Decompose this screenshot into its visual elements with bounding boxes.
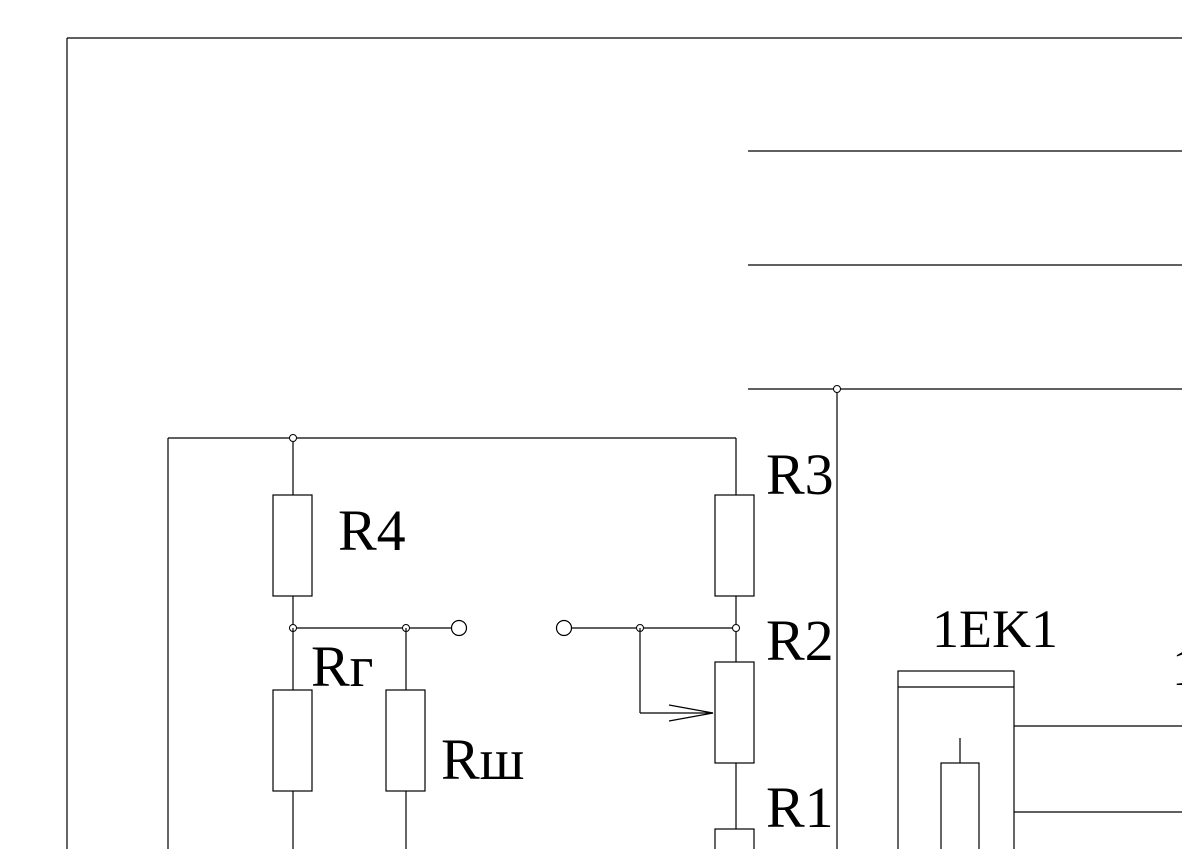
title-block-lines: [748, 150, 1182, 390]
wiper-arrow: [668, 704, 714, 722]
component-1ek1: [897, 670, 1182, 849]
junction-node: [289, 434, 297, 442]
resistor-r3: [714, 494, 755, 662]
label-rg: Rг: [311, 634, 373, 699]
right-midline: [555, 619, 740, 637]
terminal-right: [555, 619, 573, 637]
label-1ek1: 1EK1: [932, 599, 1058, 659]
edge-mark: 1: [1172, 637, 1182, 697]
junction-node: [732, 624, 740, 632]
label-r1: R1: [766, 775, 834, 840]
terminal-left: [450, 619, 468, 637]
junction-node: [833, 385, 841, 393]
label-rsh: Rш: [441, 727, 524, 792]
label-r2: R2: [766, 608, 834, 673]
resistor-r1: [714, 828, 755, 849]
drawing-frame: [66, 37, 1182, 849]
resistor-rsh: [385, 628, 426, 849]
resistor-r4: [272, 494, 313, 628]
bridge-top-wire: [167, 434, 737, 849]
supply-bus: [833, 385, 841, 849]
label-r3: R3: [766, 442, 834, 507]
label-r4: R4: [338, 498, 406, 563]
potentiometer-r2: [639, 628, 755, 829]
resistor-rg: [272, 628, 313, 849]
